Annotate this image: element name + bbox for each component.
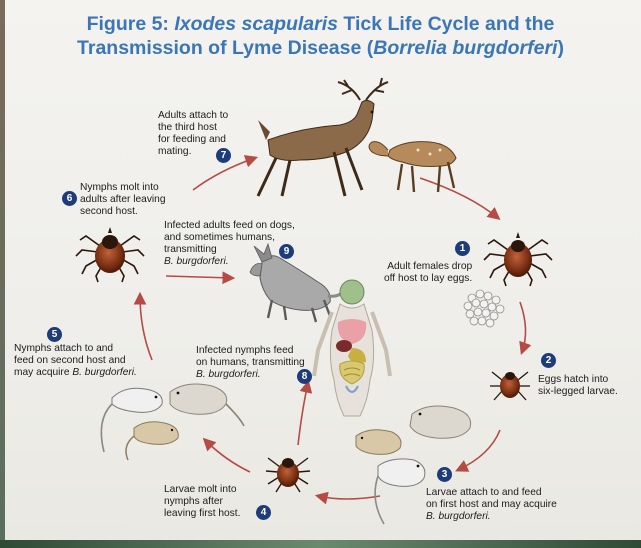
tick-icon-molted-adult	[76, 227, 144, 282]
arrow-2-to-3	[458, 430, 500, 470]
stage-5-label: Nymphs attach to and feed on second host…	[14, 343, 137, 379]
stage-7-line-1: Adults attach to	[158, 110, 228, 122]
stage-5-line-3: may acquire B. burgdorferi.	[14, 367, 137, 379]
stage-4-line-1: Larvae molt into	[164, 484, 240, 496]
stage-6-badge: 6	[62, 191, 77, 206]
stage-5-line-3-text: may acquire	[14, 367, 72, 378]
mouse-icon-stage5-small	[126, 422, 178, 460]
mouse-icon-stage5-gray	[170, 384, 244, 426]
stage-5-line-1: Nymphs attach to and	[14, 343, 137, 355]
stage-4-line-2: nymphs after	[164, 496, 240, 508]
stage-1-badge: 1	[455, 241, 470, 256]
stage-3-label: Larvae attach to and feed on first host …	[426, 487, 557, 523]
stage-8-line-2: on humans, transmitting	[196, 357, 305, 369]
stage-2-line-1: Eggs hatch into	[538, 374, 618, 386]
stage-8-line-1: Infected nymphs feed	[196, 345, 305, 357]
mouse-icon-stage3-small	[356, 430, 401, 455]
stage-6-label: Nymphs molt into adults after leaving se…	[80, 182, 166, 218]
stage-6-line-1: Nymphs molt into	[80, 182, 166, 194]
stage-1-label: Adult females drop off host to lay eggs.	[384, 261, 472, 285]
deer-icon	[258, 78, 388, 196]
stage-9-line-3: transmitting	[164, 244, 295, 256]
egg-cluster-icon	[464, 290, 504, 327]
stage-9-italic: B. burgdorferi.	[164, 256, 295, 268]
stage-3-line-1: Larvae attach to and feed	[426, 487, 557, 499]
stage-4-label: Larvae molt into nymphs after leaving fi…	[164, 484, 240, 520]
stage-2-badge: 2	[541, 353, 556, 368]
stage-7-badge: 7	[216, 148, 231, 163]
stage-1-line-2: off host to lay eggs.	[384, 273, 472, 285]
stage-5-badge: 5	[47, 327, 62, 342]
stage-8-italic: B. burgdorferi.	[196, 369, 305, 381]
stage-3-line-2: on first host and may acquire	[426, 499, 557, 511]
stage-9-line-2: and sometimes humans,	[164, 232, 295, 244]
stage-2-label: Eggs hatch into six-legged larvae.	[538, 374, 618, 398]
stage-5-line-2: feed on second host and	[14, 355, 137, 367]
stage-2-line-2: six-legged larvae.	[538, 386, 618, 398]
stage-4-badge: 4	[256, 505, 271, 520]
arrow-7-to-1	[420, 178, 498, 218]
arrow-4-to-5	[205, 440, 250, 472]
stage-6-line-3: second host.	[80, 206, 166, 218]
stage-5-line-3-italic: B. burgdorferi.	[72, 367, 137, 378]
stage-6-line-2: adults after leaving	[80, 194, 166, 206]
stage-9-badge: 9	[279, 244, 294, 259]
tick-icon-nymph	[266, 458, 310, 492]
fawn-icon	[369, 142, 456, 192]
stage-3-badge: 3	[437, 467, 452, 482]
stage-7-line-3: for feeding and	[158, 134, 228, 146]
stage-1-line-1: Adult females drop	[384, 261, 472, 273]
tick-icon-adult-female	[484, 232, 552, 286]
arrow-1-to-2	[520, 302, 526, 352]
stage-8-badge: 8	[297, 369, 312, 384]
arrow-6-to-9	[166, 276, 232, 278]
arrow-4-to-8	[298, 383, 308, 445]
stage-9-line-1: Infected adults feed on dogs,	[164, 220, 295, 232]
mouse-icon-stage3-white	[375, 459, 425, 524]
stage-9-label: Infected adults feed on dogs, and someti…	[164, 220, 295, 268]
stage-7-line-2: the third host	[158, 122, 228, 134]
arrow-3-to-4	[318, 496, 380, 499]
mouse-icon-stage3-gray	[410, 406, 471, 438]
bottom-edge	[0, 540, 641, 548]
stage-4-line-3: leaving first host.	[164, 508, 240, 520]
tick-icon-larva	[490, 372, 530, 400]
stage-8-label: Infected nymphs feed on humans, transmit…	[196, 345, 305, 381]
arrow-5-to-6	[140, 295, 152, 360]
stage-3-italic: B. burgdorferi.	[426, 511, 557, 523]
